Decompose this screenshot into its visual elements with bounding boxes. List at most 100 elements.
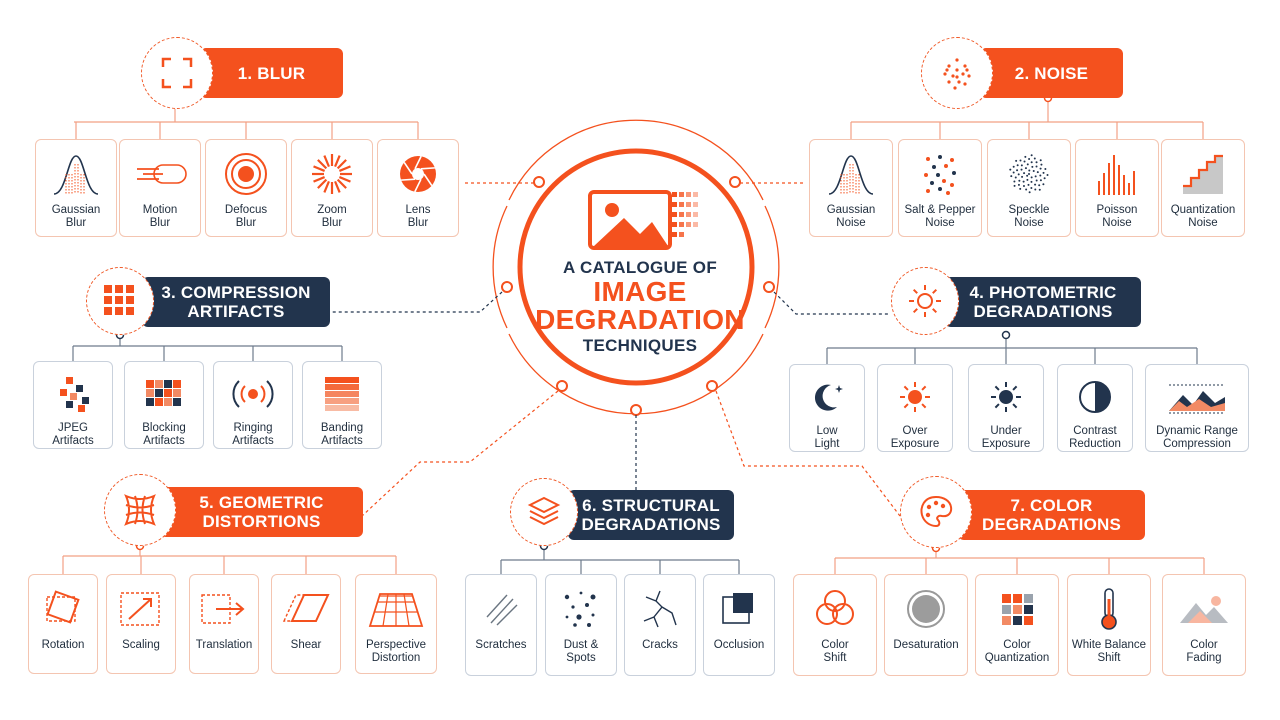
ring-node-6	[706, 380, 718, 392]
layers-icon	[510, 478, 578, 546]
card-label-line-2: Light	[814, 438, 840, 450]
card-label-line-2: Blur	[407, 217, 429, 229]
center-ring	[517, 148, 755, 386]
palette-icon	[900, 476, 972, 548]
faded-mountain-icon	[1178, 583, 1230, 635]
cracks-icon	[638, 583, 682, 635]
card-label-line-2: Quantization	[984, 652, 1050, 664]
card-label-line-1: Over	[902, 425, 928, 437]
category-photometric-title-line-1: 4. PHOTOMETRIC	[969, 283, 1117, 302]
occlusion-icon	[717, 583, 761, 635]
card-label-line-1: Low	[816, 425, 838, 437]
warped-grid-icon	[104, 474, 176, 546]
card-label-line-2: Spots	[566, 652, 596, 664]
card-label-line-1: Scaling	[122, 639, 160, 651]
speckle-icon	[1007, 148, 1051, 200]
center-orbit-right	[764, 205, 780, 329]
gaussian-curve-icon	[827, 148, 875, 200]
contrast-circle-icon	[1075, 373, 1115, 421]
category-structural-title-line-1: 6. STRUCTURAL	[582, 496, 720, 515]
card-label-line-2: Shift	[823, 652, 847, 664]
card-label-line-1: Color	[1003, 639, 1031, 651]
poisson-bars-icon	[1093, 148, 1141, 200]
bright-sun-icon	[895, 373, 935, 421]
card-structural-1: Scratches	[465, 574, 537, 676]
card-geometric-4: Shear	[271, 574, 341, 674]
gaussian-curve-icon	[52, 148, 100, 200]
card-label-line-1: Dynamic Range	[1156, 425, 1238, 437]
center-orbit-top	[508, 119, 764, 201]
card-label-line-2: Compression	[1163, 438, 1231, 450]
card-label-line-2: Blur	[65, 217, 87, 229]
category-color-title-line-2: DEGRADATIONS	[981, 515, 1122, 534]
category-photometric-title-line-2: DEGRADATIONS	[973, 302, 1113, 321]
card-label-line-1: Occlusion	[713, 639, 765, 651]
card-label-line-1: Dust &	[563, 639, 599, 651]
card-label-line-2: Artifacts	[232, 435, 274, 447]
card-label-line-2: Noise	[836, 217, 866, 229]
staircase-icon	[1179, 148, 1227, 200]
card-structural-4: Occlusion	[703, 574, 775, 676]
ring-node-2	[729, 176, 741, 188]
category-noise-title-line-1: 2. NOISE	[1014, 63, 1089, 83]
jpeg-blocks-icon	[52, 370, 94, 418]
thermometer-icon	[1089, 583, 1129, 635]
block-grid-icon	[86, 267, 154, 335]
perspective-grid-icon	[368, 583, 424, 635]
title-line-3: DEGRADATION	[535, 304, 745, 335]
ring-node-5	[556, 380, 568, 392]
blocking-grid-icon	[142, 370, 186, 418]
dark-sun-icon	[986, 373, 1026, 421]
defocus-rings-icon	[223, 148, 269, 200]
color-swatches-icon	[996, 583, 1038, 635]
category-structural-title-line-2: DEGRADATIONS	[581, 515, 721, 534]
mountain-range-icon	[1165, 373, 1229, 421]
title-line-1: A CATALOGUE OF	[562, 258, 718, 277]
link-photometric	[773, 291, 888, 315]
card-label-line-2: Blur	[235, 217, 257, 229]
card-label-line-1: Color	[1190, 639, 1218, 651]
link-geometric	[361, 390, 559, 517]
card-label-line-2: Blur	[149, 217, 171, 229]
title-line-4: TECHNIQUES	[582, 336, 698, 355]
card-label-line-1: Ringing	[233, 422, 273, 434]
card-label-line-1: Zoom	[317, 204, 347, 216]
card-label-line-1: Speckle	[1008, 204, 1050, 216]
center-title: A CATALOGUE OF IMAGE DEGRADATION TECHNIQ…	[520, 258, 760, 356]
card-label-line-2: Noise	[1188, 217, 1218, 229]
rotation-icon	[41, 583, 85, 635]
category-compression-title-line-2: ARTIFACTS	[187, 302, 285, 321]
motion-streak-icon	[133, 148, 187, 200]
card-structural-3: Cracks	[624, 574, 696, 676]
ring-node-4	[763, 281, 775, 293]
link-color	[715, 390, 901, 517]
shear-icon	[280, 583, 332, 635]
salt-pepper-icon	[918, 148, 962, 200]
card-label-line-2: Reduction	[1069, 438, 1121, 450]
card-label-line-1: Contrast	[1073, 425, 1117, 437]
scratches-icon	[479, 583, 523, 635]
card-label-line-1: Poisson	[1096, 204, 1138, 216]
card-label-line-2: Distortion	[371, 652, 421, 664]
